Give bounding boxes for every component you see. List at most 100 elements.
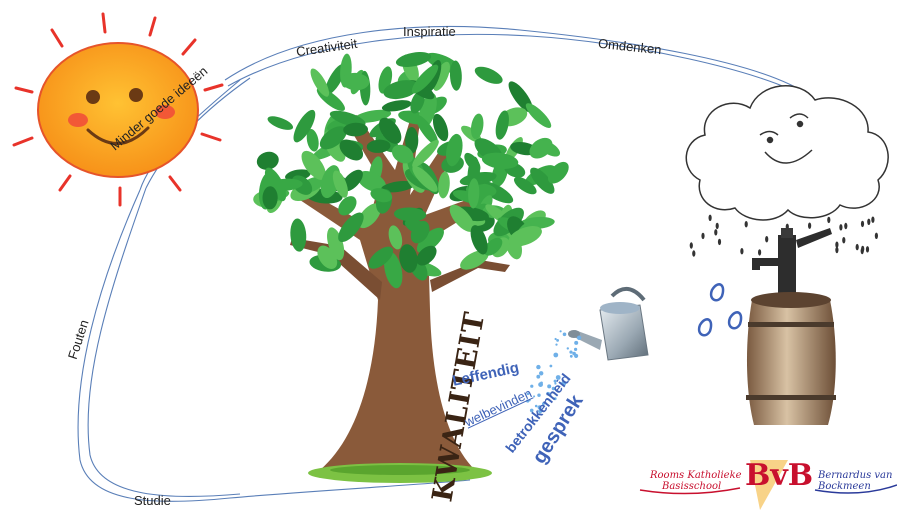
spray-drop [566,347,569,350]
leaf [381,181,415,193]
spray-drop [551,386,556,391]
leaf [317,245,338,270]
spray-drop [559,330,562,333]
leaf [339,139,364,161]
leaf [262,186,278,210]
rain-drop [874,232,879,239]
spray-drop [536,364,541,370]
spray-drop [553,397,557,401]
leaf [405,127,419,154]
leaf [459,171,497,186]
label-studie: Studie [134,493,171,508]
leaf [495,110,509,140]
spray-drop [549,364,553,368]
spray-drop [542,402,545,406]
label-inspiratie: Inspiratie [403,24,456,39]
rain-drops [689,214,879,259]
logo-letters: BvB [745,458,814,493]
smiling-cloud-icon [685,85,889,221]
leaf [525,103,552,128]
leaf [381,100,412,112]
leaf [383,80,419,100]
spray-drop [554,382,557,385]
spray-drop [533,395,536,398]
leaf [383,251,403,289]
spray-drop [534,404,538,408]
leaf [483,237,503,256]
water-drop-icons [697,283,743,337]
rain-drop [808,222,812,229]
leaf [357,203,381,229]
smiling-sun-icon [12,12,224,207]
leaf [470,225,488,255]
leaf [293,109,316,143]
spray-drop [529,408,534,413]
logo-right-line2: Bockmeen [818,481,871,492]
leaf [412,165,438,192]
leaf [547,161,569,184]
rain-drop [835,241,839,248]
spray-drop [526,392,530,396]
leaf [530,167,555,194]
water-spray [526,330,582,414]
rain-drop [842,237,846,244]
rain-drop [692,250,696,257]
leaf [416,245,437,266]
rain-drop [758,249,762,256]
leaf [449,60,462,91]
rain-drop [860,220,865,228]
rain-drop [715,222,719,230]
leaf [310,68,330,97]
logo-right-line1: Bernardus van [818,470,893,481]
school-logo-mark [639,460,897,510]
leaf [267,116,294,130]
leaf [388,225,403,250]
leaf [460,250,489,270]
leaf [399,244,418,273]
spray-drop [561,381,567,386]
leaf [412,139,439,168]
leaf [332,170,348,198]
leaf [513,176,537,195]
leaf [411,64,439,94]
leaf [464,152,481,172]
spray-drop [538,409,543,414]
rain-drop [714,229,718,236]
spray-drop [547,384,552,389]
spray-drop [537,405,542,410]
spray-drop [539,371,544,376]
leaf [432,113,449,142]
spray-drop [555,343,558,346]
leaf [393,207,427,222]
leaf [449,204,475,232]
leaf [306,129,319,152]
spray-drop [574,347,578,351]
leaf [301,150,326,180]
leaf [433,61,450,91]
rain-drop [844,222,848,230]
leaf [343,122,368,137]
leaf [470,113,484,140]
rain-drop [744,221,748,228]
leaf [290,218,307,252]
water-pump-icon [752,228,832,305]
rain-drop [861,245,865,253]
spray-drop [537,393,541,397]
rain-drop [765,236,769,243]
spray-drop [574,353,579,358]
leaf [415,114,439,145]
rain-drop [689,242,693,249]
spray-drop [530,384,534,388]
spray-drop [576,335,582,340]
spray-drop [547,392,552,397]
leaf [391,144,414,164]
barrel-icon [746,292,836,425]
spray-drop [553,379,557,383]
spray-drop [555,375,561,380]
leaf [416,227,444,254]
leaf [468,178,480,209]
leaf [446,133,463,167]
rain-drop [717,238,722,246]
spray-drop [574,340,579,345]
